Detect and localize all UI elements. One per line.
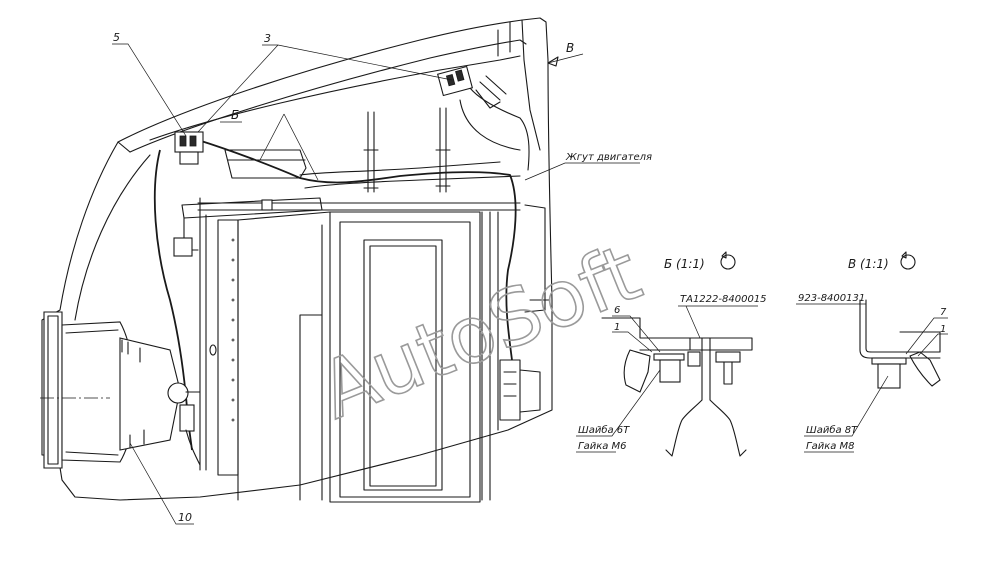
view-v-plate — [899, 331, 941, 353]
fender-outer-contour — [41, 17, 553, 501]
window-opening-inner — [369, 245, 437, 487]
view-b-leader-part — [678, 305, 758, 339]
stud-right — [435, 107, 451, 193]
fender-inner-contour — [129, 39, 527, 153]
arrow-v — [547, 56, 559, 67]
view-b-base-plate — [601, 317, 753, 351]
pillar-lines — [299, 211, 499, 501]
view-b-washer — [653, 353, 685, 361]
callout-10: 10 — [178, 511, 192, 524]
top-panel — [497, 19, 541, 151]
view-b-clamp — [623, 349, 651, 393]
view-b-leader-washer — [576, 369, 661, 437]
intake-pipe — [299, 161, 521, 189]
leader-10 — [129, 442, 194, 525]
stud-left — [363, 111, 379, 193]
callout-5: 5 — [113, 31, 120, 44]
view-b-rotate-icon — [720, 251, 736, 270]
right-panel-details — [499, 359, 541, 421]
detail-view-v: В (1:1) 923-8400131 7 1 Шайба 8Т Гайка М… — [796, 251, 948, 453]
view-b-part — [639, 337, 711, 401]
view-v-title: В (1:1) — [848, 257, 889, 271]
headlight-assembly — [43, 311, 201, 469]
view-v-leader-1 — [917, 333, 948, 357]
view-b-clip-spring — [665, 399, 747, 457]
view-v-part-number: 923-8400131 — [798, 293, 865, 304]
left-connector — [174, 131, 204, 165]
view-v-callout-7: 7 — [940, 307, 947, 318]
view-v-callout-1: 1 — [940, 324, 946, 335]
callout-b-view: Б — [231, 108, 239, 122]
view-b-nut — [659, 359, 681, 383]
top-connector — [436, 65, 507, 109]
view-b-spacer-a — [687, 351, 701, 367]
view-v-washer — [871, 357, 907, 365]
upper-bracket — [181, 197, 323, 251]
hood-edge — [74, 141, 151, 321]
view-b-washer-label: Шайба 6Т — [578, 424, 630, 436]
right-rail — [524, 204, 551, 313]
view-v-leader-washer — [804, 375, 889, 437]
view-v-washer-label: Шайба 8Т — [806, 424, 858, 436]
view-v-nut — [877, 363, 901, 389]
bracket-bolt — [261, 199, 273, 211]
view-v-rotate-icon — [900, 251, 916, 270]
view-v-clamp — [909, 351, 941, 387]
radiator-rivets — [231, 238, 235, 422]
door-panel-inner — [339, 221, 471, 498]
wire-harness-branch — [459, 87, 530, 171]
radiator-side — [217, 219, 239, 476]
harness-label: Жгут двигателя — [565, 152, 652, 163]
leader-3 — [197, 44, 453, 133]
view-b-leader-1 — [612, 331, 653, 353]
view-b-nut-label: Гайка М6 — [578, 441, 627, 452]
window-opening — [363, 239, 443, 491]
callout-3: 3 — [264, 32, 271, 45]
wire-harness-main — [197, 139, 517, 361]
door-panel — [329, 211, 481, 503]
view-v-leader-part — [796, 303, 867, 312]
leader-b-view — [220, 113, 319, 181]
hood-upper-line — [149, 55, 521, 141]
leader-5 — [112, 43, 187, 137]
view-b-nut-right — [715, 351, 741, 363]
view-v-bracket — [859, 299, 941, 359]
view-b-part-number: ТА1222-8400015 — [680, 294, 767, 305]
bracket-nut — [173, 237, 193, 257]
drain-hole — [209, 344, 217, 356]
view-b-callout-1: 1 — [614, 322, 620, 333]
view-b-leader-6 — [612, 315, 661, 353]
detail-view-b: Б (1:1) 6 1 ТА1222-8400015 Шайба 6Т Гайк… — [576, 251, 767, 457]
leader-v-view — [547, 53, 584, 64]
callout-v-view: В — [566, 41, 574, 55]
view-v-nut-label: Гайка М8 — [806, 441, 855, 452]
main-assembly-view: 5 3 Б В Жгут двигателя 10 — [40, 17, 652, 525]
view-v-leader-7 — [905, 317, 948, 355]
leader-harness — [524, 162, 640, 181]
view-b-bolt-right — [723, 361, 733, 385]
air-filter-box — [224, 149, 307, 179]
view-b-title: Б (1:1) — [664, 257, 705, 271]
inner-frame-lines — [197, 197, 521, 501]
view-b-callout-6: 6 — [614, 305, 620, 316]
